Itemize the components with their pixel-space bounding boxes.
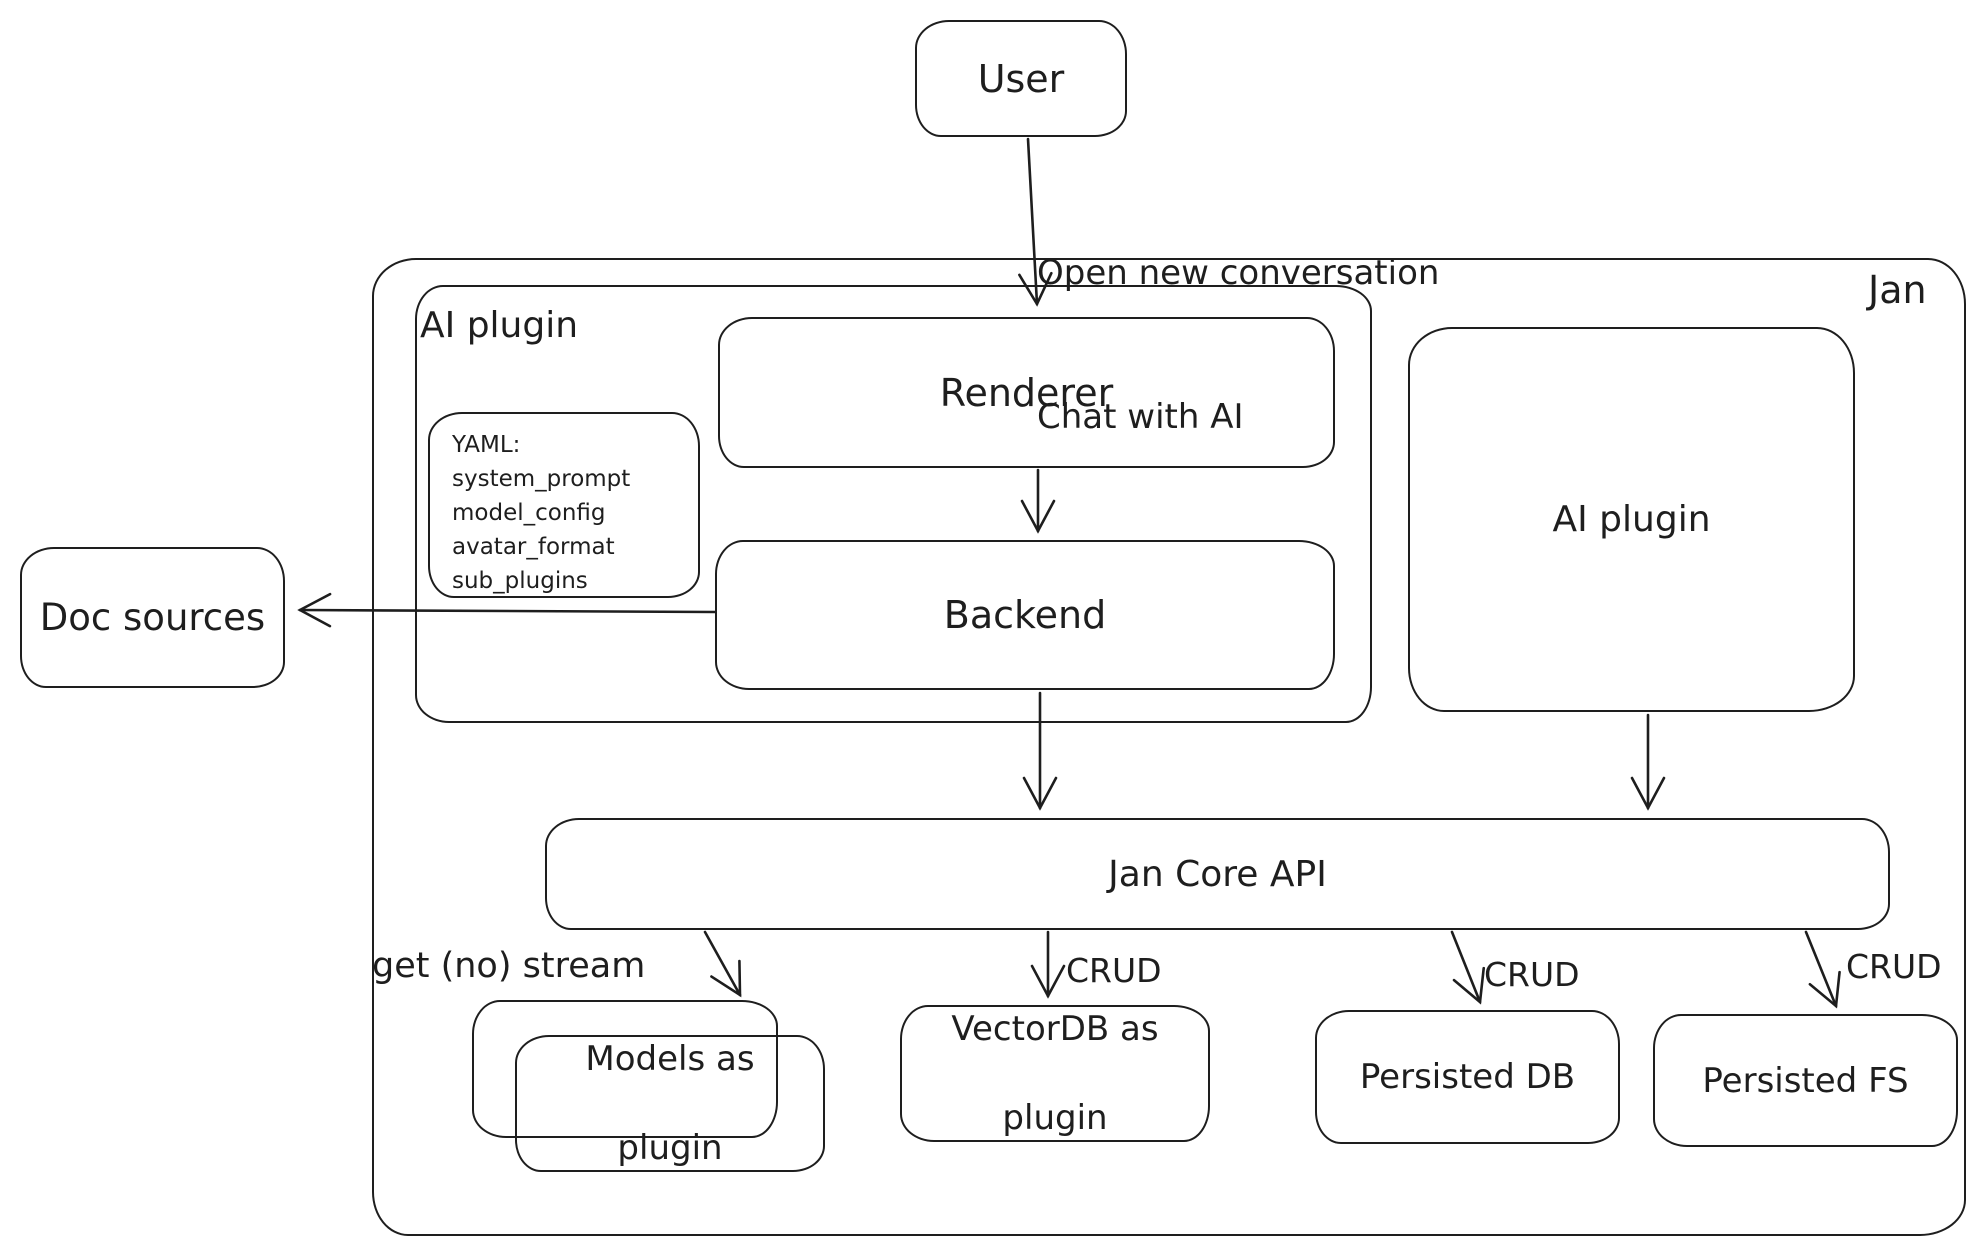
yaml-note: YAML: system_prompt model_config avatar_… [428, 412, 700, 598]
edge-label-crud-persisted-db: CRUD [1484, 955, 1580, 994]
yaml-line: YAML: [452, 432, 521, 458]
yaml-line: avatar_format [452, 534, 615, 561]
persisted-fs-node: Persisted FS [1653, 1014, 1958, 1147]
jan-container [372, 258, 1966, 1236]
vectordb-plugin-label-line1: VectorDB as [951, 1009, 1159, 1050]
edge-label-open-conversation: Open new conversation Chat with AI [1037, 152, 1439, 538]
yaml-line: model_config [452, 500, 606, 527]
backend-node: Backend [715, 540, 1335, 690]
ai-plugin-group-label: AI plugin [420, 305, 579, 346]
renderer-node: Renderer [718, 317, 1335, 468]
vectordb-plugin-label-line2: plugin [1002, 1097, 1108, 1138]
models-plugin-label-line1: Models as [585, 1039, 755, 1080]
user-node: User [915, 20, 1127, 137]
ai-plugin-group-container [415, 285, 1372, 723]
persisted-db-node: Persisted DB [1315, 1010, 1620, 1144]
vectordb-plugin-node: VectorDB as plugin [900, 1005, 1210, 1142]
jan-container-label: Jan [1868, 268, 1927, 312]
edge-label-crud-vectordb: CRUD [1066, 951, 1162, 990]
yaml-line: sub_plugins [452, 568, 588, 595]
doc-sources-node: Doc sources [20, 547, 285, 688]
models-plugin-back-box [472, 1000, 778, 1138]
yaml-line: system_prompt [452, 466, 631, 493]
ai-plugin-node: AI plugin [1408, 327, 1855, 712]
edge-label-line2: Chat with AI [1037, 397, 1244, 438]
edge-label-get-no-stream: get (no) stream [372, 946, 646, 986]
models-plugin-node: Models as plugin [515, 1035, 825, 1172]
jan-core-api-node: Jan Core API [545, 818, 1890, 930]
models-plugin-label-line2: plugin [617, 1127, 723, 1168]
edge-label-crud-persisted-fs: CRUD [1846, 947, 1942, 986]
edge-label-line1: Open new conversation [1037, 252, 1440, 293]
